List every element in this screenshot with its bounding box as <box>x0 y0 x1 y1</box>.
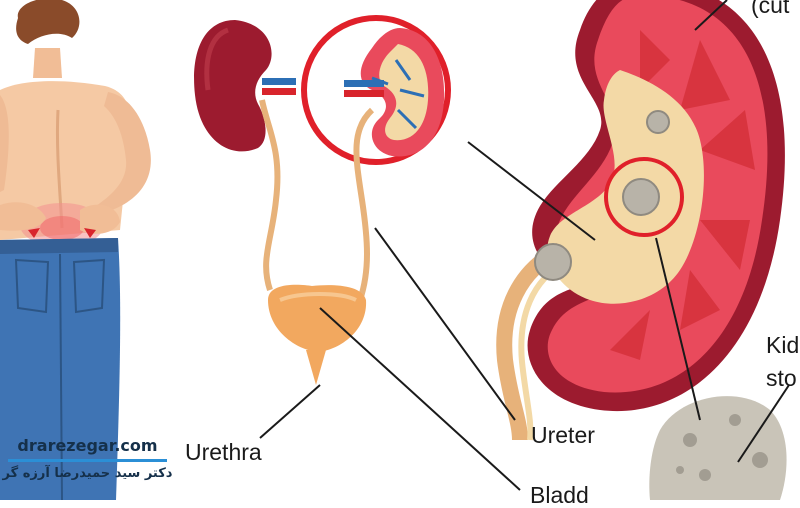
leader-lines <box>259 0 790 491</box>
kidney-exterior-icon <box>194 20 296 291</box>
bladder-label: Bladd <box>530 482 589 508</box>
watermark-site: drarezegar.com <box>17 436 158 455</box>
kidney-stone-icon <box>649 396 787 500</box>
watermark: drarezegar.com دکتر سید حمیدرضا آرزه گر <box>0 436 175 481</box>
kidney-stone-label-line2: sto <box>766 365 797 391</box>
watermark-divider <box>8 459 167 462</box>
watermark-author: دکتر سید حمیدرضا آرزه گر <box>2 466 173 481</box>
kidney-cross-section-large-icon <box>496 0 785 441</box>
human-back-figure-icon <box>0 0 151 500</box>
kidney-stone-label-line1: Kid <box>766 332 800 358</box>
urethra-label: Urethra <box>185 439 262 465</box>
ureter-label: Ureter <box>531 422 595 448</box>
bladder-icon <box>268 284 367 385</box>
cut-label: (cut <box>751 0 790 18</box>
kidney-cross-section-small-icon <box>301 15 451 301</box>
